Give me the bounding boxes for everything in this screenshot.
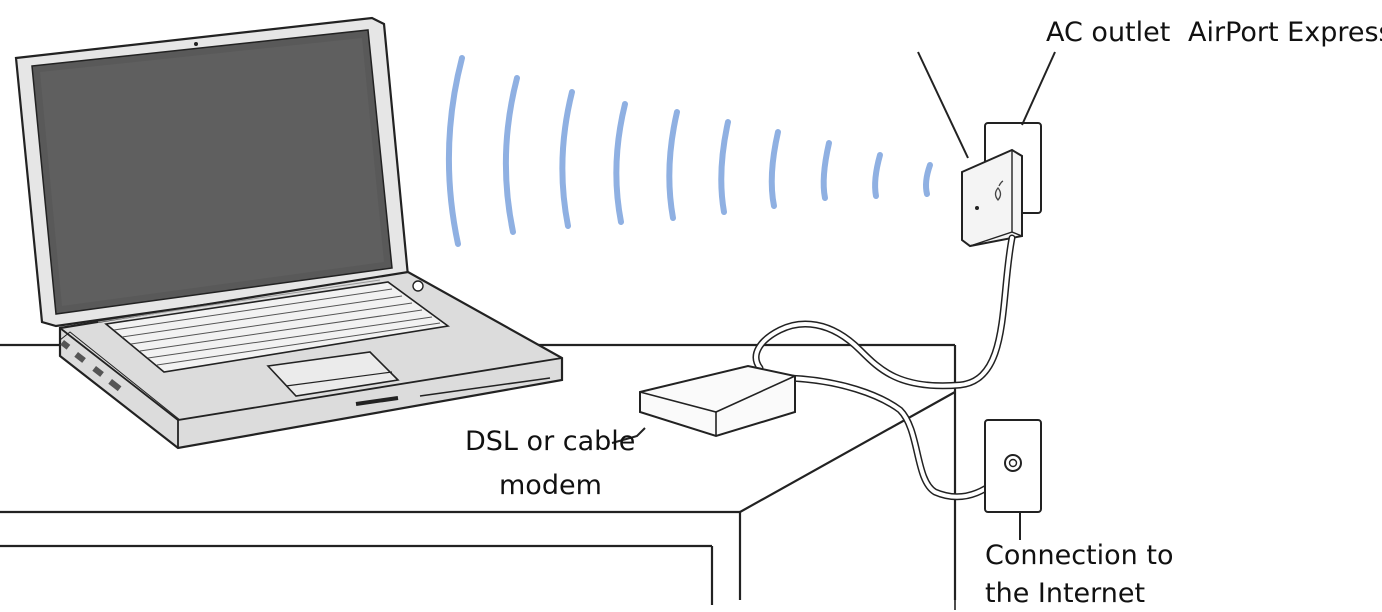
modem-label-line1: DSL or cable [465,426,636,457]
wifi-waves-icon [445,55,933,247]
cables [752,234,1017,501]
airport-express-device [961,148,1023,248]
airport-express-label: AirPort Express [1188,17,1382,48]
apple-logo-icon [994,180,1004,202]
dsl-cable-modem [639,364,796,438]
internet-wall-jack [984,419,1042,513]
modem-label-line2: modem [499,470,602,501]
internet-connection-label-line1: Connection to [985,540,1174,571]
laptop-keyboard [104,281,451,373]
laptop-side-ports [60,340,122,392]
laptop [14,16,564,450]
ac-outlet-label: AC outlet [1046,17,1171,48]
internet-connection-label-line2: the Internet [985,578,1146,609]
